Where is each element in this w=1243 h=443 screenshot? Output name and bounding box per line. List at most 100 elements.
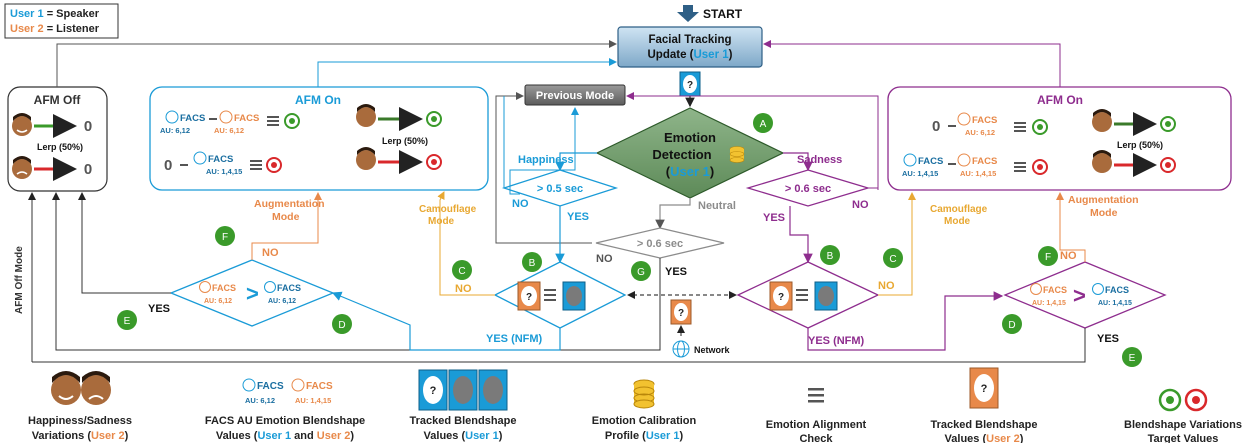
afm-off-title: AFM Off bbox=[34, 93, 82, 107]
neutral-threshold: > 0.6 sec bbox=[637, 238, 683, 250]
neutral-no: NO bbox=[596, 253, 613, 265]
left-facs-compare: FACS AU: 6,12 > FACS AU: 6,12 bbox=[199, 281, 301, 306]
svg-text:FACS: FACS bbox=[180, 113, 205, 124]
svg-text:FACS: FACS bbox=[972, 156, 997, 167]
svg-text:Lerp (50%): Lerp (50%) bbox=[382, 136, 428, 146]
svg-text:F: F bbox=[1045, 252, 1051, 263]
happiness-label: Happiness bbox=[518, 154, 574, 166]
right-alignment-check: ? bbox=[769, 281, 838, 311]
svg-text:AU: 6,12: AU: 6,12 bbox=[160, 126, 190, 135]
augmentation-left-l2: Mode bbox=[272, 211, 300, 223]
svg-text:C: C bbox=[889, 254, 896, 265]
neutral-label: Neutral bbox=[698, 200, 736, 212]
svg-text:FACS: FACS bbox=[208, 154, 233, 165]
camouflage-right-no: NO bbox=[878, 280, 895, 292]
emotion-detection-user: User 1 bbox=[670, 164, 710, 179]
svg-text:Profile (User 1): Profile (User 1) bbox=[605, 430, 684, 442]
afm-on-left-title: AFM On bbox=[295, 93, 341, 107]
svg-text:FACS: FACS bbox=[918, 156, 943, 167]
afm-off-box: AFM Off 0 Lerp (50%) 0 bbox=[7, 86, 108, 192]
facial-tracking-box: Facial Tracking Update (User 1) bbox=[617, 26, 763, 68]
svg-text:0: 0 bbox=[932, 118, 940, 135]
augmentation-left-l1: Augmentation bbox=[254, 198, 325, 210]
legend-tracked-user1-icon: ? bbox=[418, 369, 508, 411]
left-aug-yes: YES bbox=[148, 303, 170, 315]
svg-text:?: ? bbox=[526, 292, 532, 303]
right-aug-no: NO bbox=[1060, 250, 1077, 262]
svg-text:Values (User 2): Values (User 2) bbox=[945, 433, 1024, 443]
neutral-yes: YES bbox=[665, 266, 687, 278]
svg-text:F: F bbox=[222, 232, 228, 243]
svg-text:0: 0 bbox=[164, 157, 172, 174]
afm-on-left-box: AFM On FACS AU: 6,12 FACS AU: 6,12 0 FAC… bbox=[149, 86, 489, 191]
emotion-detection-line1: Emotion bbox=[664, 130, 716, 145]
user-legend-box: User 1 = Speaker User 2 = Listener bbox=[4, 3, 119, 39]
afm-off-lerp: Lerp (50%) bbox=[37, 142, 83, 152]
happiness-yes: YES bbox=[567, 211, 589, 223]
afm-on-right-title: AFM On bbox=[1037, 93, 1083, 107]
legend-user2: User 2 bbox=[10, 23, 44, 35]
svg-text:E: E bbox=[124, 316, 131, 327]
svg-text:AU: 1,4,15: AU: 1,4,15 bbox=[206, 167, 242, 176]
augmentation-right-l2: Mode bbox=[1090, 207, 1118, 219]
tracked-question-icon: ? bbox=[679, 71, 701, 97]
network-node: ? Network bbox=[670, 299, 731, 358]
legend-user2-role: = Listener bbox=[44, 23, 100, 35]
legend-user1: User 1 bbox=[10, 8, 44, 20]
svg-text:Lerp (50%): Lerp (50%) bbox=[1117, 140, 1163, 150]
network-label: Network bbox=[694, 345, 731, 355]
start-marker: START bbox=[677, 5, 743, 22]
emotion-detection-diamond: Emotion Detection (User 1) bbox=[595, 107, 785, 199]
svg-text:Target Values: Target Values bbox=[1148, 433, 1219, 443]
svg-text:Update (User 1): Update (User 1) bbox=[647, 49, 732, 61]
svg-text:Variations (User 2): Variations (User 2) bbox=[32, 430, 129, 442]
svg-text:A: A bbox=[760, 119, 767, 130]
svg-text:?: ? bbox=[981, 383, 988, 395]
svg-text:>: > bbox=[246, 281, 259, 306]
svg-text:E: E bbox=[1129, 353, 1136, 364]
left-aug-no: NO bbox=[262, 247, 279, 259]
previous-mode-box: Previous Mode bbox=[524, 84, 626, 106]
svg-text:Tracked Blendshape: Tracked Blendshape bbox=[410, 415, 517, 427]
right-facs-compare: FACS AU: 1,4,15 > FACS AU: 1,4,15 bbox=[1030, 283, 1132, 308]
right-aug-yes: YES bbox=[1097, 333, 1119, 345]
svg-text:Emotion Calibration: Emotion Calibration bbox=[592, 415, 697, 427]
svg-text:FACS AU Emotion Blendshape: FACS AU Emotion Blendshape bbox=[205, 415, 365, 427]
svg-text:?: ? bbox=[430, 385, 437, 397]
svg-text:User 2 = Listener: User 2 = Listener bbox=[10, 23, 100, 35]
facial-tracking-user: User 1 bbox=[693, 49, 729, 61]
sadness-no: NO bbox=[852, 199, 869, 211]
calibration-db-icon bbox=[729, 146, 745, 163]
previous-mode-label: Previous Mode bbox=[536, 90, 614, 102]
badges: A B B C C D D E E F F G bbox=[117, 113, 1142, 367]
sadness-threshold: > 0.6 sec bbox=[785, 183, 831, 195]
happy-face-icon bbox=[12, 113, 32, 136]
svg-text:FACS: FACS bbox=[277, 283, 301, 293]
sadness-label: Sadness bbox=[797, 154, 842, 166]
svg-text:FACS: FACS bbox=[306, 381, 333, 392]
camouflage-right-l1: Camouflage bbox=[930, 204, 988, 215]
svg-text:FACS: FACS bbox=[1105, 285, 1129, 295]
svg-text:Blendshape Variations: Blendshape Variations bbox=[1124, 419, 1242, 431]
svg-text:AU: 6,12: AU: 6,12 bbox=[245, 396, 275, 405]
svg-text:Emotion Alignment: Emotion Alignment bbox=[766, 419, 867, 431]
svg-text:FACS: FACS bbox=[234, 113, 259, 124]
svg-text:AU: 1,4,15: AU: 1,4,15 bbox=[902, 169, 938, 178]
legend-alignment-icon bbox=[808, 388, 824, 403]
svg-text:B: B bbox=[827, 251, 834, 262]
sadness-yes: YES bbox=[763, 212, 785, 224]
svg-text:Check: Check bbox=[799, 433, 833, 443]
legend-faces-icon bbox=[51, 371, 111, 405]
legend-database-icon bbox=[633, 379, 655, 409]
facial-tracking-line1: Facial Tracking bbox=[648, 34, 731, 46]
augmentation-right-l1: Augmentation bbox=[1068, 194, 1139, 206]
svg-text:FACS: FACS bbox=[212, 283, 236, 293]
svg-text:Happiness/Sadness: Happiness/Sadness bbox=[28, 415, 132, 427]
camouflage-left-l1: Camouflage bbox=[419, 204, 477, 215]
svg-text:AU: 6,12: AU: 6,12 bbox=[268, 298, 296, 305]
svg-text:AU: 1,4,15: AU: 1,4,15 bbox=[295, 396, 331, 405]
start-label: START bbox=[703, 7, 743, 21]
sad-face-icon bbox=[12, 156, 32, 179]
emotion-detection-line2: Detection bbox=[652, 147, 711, 162]
